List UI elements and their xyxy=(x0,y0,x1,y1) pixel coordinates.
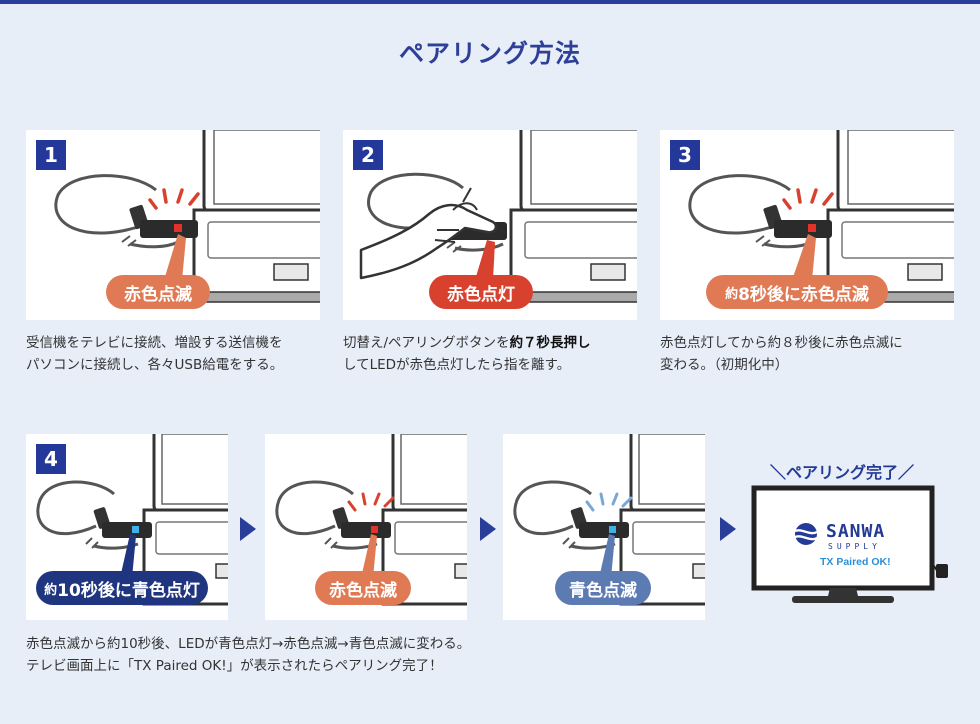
step-3-illustration xyxy=(688,130,954,303)
step-2-panel: 2 赤色点灯 xyxy=(343,130,637,320)
step-4-illustration-blue-blink xyxy=(513,434,705,606)
step-4-panel-red-blink: 赤色点滅 xyxy=(265,434,467,620)
step-3-description: 赤色点灯してから約８秒後に赤色点滅に 変わる。（初期化中） xyxy=(660,335,903,373)
step-1-number-badge: 1 xyxy=(36,140,66,170)
top-accent-bar xyxy=(0,0,980,4)
step-1-panel: 1 赤色点滅 xyxy=(26,130,320,320)
step-2-status-badge: 赤色点灯 xyxy=(429,275,533,309)
tv-screen-text: TX Paired OK! xyxy=(820,556,891,568)
step-2-number-badge: 2 xyxy=(353,140,383,170)
step-arrow-3 xyxy=(720,517,736,541)
pairing-complete-label: ＼ペアリング完了／ xyxy=(769,463,915,482)
step-3-number-badge: 3 xyxy=(670,140,700,170)
step-4-status-badge-red-blink: 赤色点滅 xyxy=(315,571,411,605)
step-4-description: 赤色点滅から約10秒後、LEDが青色点灯→赤色点滅→青色点滅に変わる。 テレビ画… xyxy=(26,636,471,674)
step-1-illustration xyxy=(54,130,320,303)
step-2-illustration xyxy=(359,130,637,303)
step-arrow-1 xyxy=(240,517,256,541)
step-4-status-badge-blue-blink: 青色点滅 xyxy=(555,571,651,605)
tv-brand-logo: SANWA xyxy=(826,521,886,542)
step-1-description: 受信機をテレビに接続、増設する送信機を パソコンに接続し、各々USB給電をする。 xyxy=(26,335,284,373)
step-4-panel-blue-blink: 青色点滅 xyxy=(503,434,705,620)
step-4-number-badge: 4 xyxy=(36,444,66,474)
step-arrow-2 xyxy=(480,517,496,541)
tv-receiver-box xyxy=(936,564,948,578)
tv-brand-sub: SUPPLY xyxy=(828,542,881,551)
step-2-description: 切替え/ペアリングボタンを約７秒長押し してLEDが赤色点灯したら指を離す。 xyxy=(343,335,591,373)
tv-illustration xyxy=(751,485,948,603)
page-title: ペアリング方法 xyxy=(398,39,581,68)
step-1-status-badge: 赤色点滅 xyxy=(106,275,210,309)
